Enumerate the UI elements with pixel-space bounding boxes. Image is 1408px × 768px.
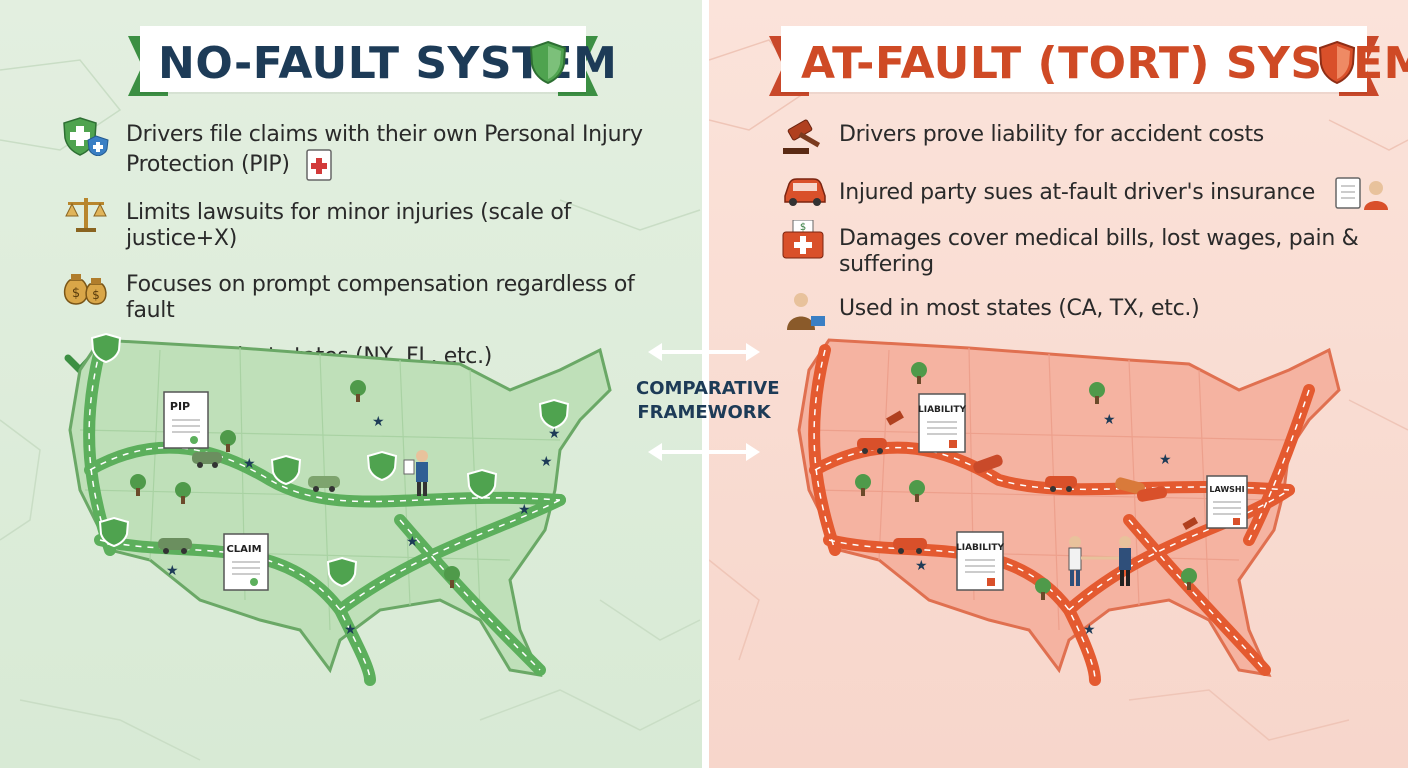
svg-text:★: ★ [1159, 452, 1172, 468]
list-item: $ $ Focuses on prompt compensation regar… [60, 266, 680, 324]
at-fault-panel: AT-FAULT (TORT) SYSTEM Drivers prove lia… [709, 0, 1408, 768]
liability-document: LIABILITY [956, 531, 1004, 591]
bullet-text: Injured party sues at-fault driver's ins… [839, 180, 1316, 205]
people-handshake-icon [1068, 536, 1131, 586]
bullet-text: Limits lawsuits for minor injuries (scal… [126, 200, 571, 251]
no-fault-bullet-list: Drivers file claims with their own Perso… [60, 116, 680, 392]
scale-of-justice-icon [65, 198, 107, 232]
car-icons [857, 438, 1168, 554]
comparative-label: COMPARATIVE [636, 378, 780, 399]
svg-text:★: ★ [1083, 622, 1096, 638]
double-arrow-icon [648, 343, 760, 361]
claim-doc-label: CLAIM [226, 544, 261, 555]
star-icons: ★ ★ ★ ★ ★ ★ ★ ★ [166, 414, 561, 638]
svg-text:★: ★ [540, 454, 553, 470]
tree-icons [130, 380, 460, 588]
svg-text:★: ★ [1103, 412, 1116, 428]
bullet-text: Drivers prove liability for accident cos… [839, 122, 1264, 147]
svg-text:$: $ [72, 286, 80, 301]
liability-doc-label: LIABILITY [918, 405, 966, 415]
list-item: Injured party sues at-fault driver's ins… [779, 170, 1399, 210]
list-item: Drivers prove liability for accident cos… [779, 116, 1399, 156]
double-arrow-icon [648, 443, 760, 461]
comparative-framework: COMPARATIVE FRAMEWORK [636, 340, 780, 470]
claim-document: CLAIM [223, 533, 269, 591]
car-icon [784, 178, 826, 206]
red-shield-icon [1318, 40, 1356, 84]
list-item: Limits lawsuits for minor injuries (scal… [60, 194, 680, 252]
green-shield-icon [529, 40, 567, 84]
page-title-at-fault: AT-FAULT (TORT) SYSTEM [801, 38, 1408, 89]
car-icons [158, 452, 340, 554]
bullet-text: Focuses on prompt compensation regardles… [126, 272, 635, 323]
svg-text:★: ★ [518, 502, 531, 518]
framework-label: FRAMEWORK [637, 402, 771, 423]
at-fault-us-map: ★ ★ ★ ★ LIABILITY [797, 338, 1341, 686]
no-fault-title-banner: NO-FAULT SYSTEM [128, 26, 617, 96]
svg-text:★: ★ [548, 426, 561, 442]
gavel-icon [783, 119, 821, 154]
lawyer-icon [787, 293, 825, 330]
pip-document: PIP [163, 391, 209, 449]
no-fault-panel: NO-FAULT SYSTEM Drivers file claims with… [0, 0, 703, 768]
shield-cross-icon [63, 117, 109, 156]
medical-kit-icon: $ [782, 220, 824, 259]
medical-document-icon [306, 149, 333, 181]
svg-text:★: ★ [243, 456, 256, 472]
list-item: Used in most states (CA, TX, etc.) [779, 290, 1399, 330]
money-bags-icon: $ $ [63, 274, 107, 305]
tree-icons [855, 362, 1197, 600]
liability-doc-label: LIABILITY [956, 543, 1004, 553]
svg-text:★: ★ [372, 414, 385, 430]
bullet-text: Drivers file claims with their own Perso… [126, 122, 643, 177]
lawsuit-document: LAWSHI [1206, 475, 1248, 529]
panel-divider [702, 0, 709, 768]
no-fault-us-map: ★ ★ ★ ★ ★ ★ ★ ★ PIP CLAIM [68, 332, 612, 686]
bullet-text: Used in most states (CA, TX, etc.) [839, 296, 1200, 321]
svg-text:★: ★ [344, 622, 357, 638]
lawsuit-doc-label: LAWSHI [1209, 485, 1244, 494]
svg-text:★: ★ [406, 534, 419, 550]
at-fault-bullet-list: Drivers prove liability for accident cos… [779, 116, 1399, 344]
background-map [0, 59, 701, 761]
pip-doc-label: PIP [170, 400, 190, 413]
at-fault-title-banner: AT-FAULT (TORT) SYSTEM [769, 26, 1408, 96]
list-item: $ Damages cover medical bills, lost wage… [779, 220, 1399, 278]
svg-text:$: $ [800, 222, 806, 233]
svg-text:★: ★ [166, 563, 179, 579]
insurance-agent-icon [1334, 177, 1388, 210]
liability-document: LIABILITY [918, 393, 966, 453]
adjuster-person-icon [403, 450, 428, 496]
list-item: Drivers file claims with their own Perso… [60, 116, 680, 182]
svg-text:$: $ [92, 288, 100, 302]
map-shield-icon [90, 332, 570, 588]
bullet-text: Damages cover medical bills, lost wages,… [839, 226, 1359, 277]
svg-text:★: ★ [915, 558, 928, 574]
star-icons: ★ ★ ★ ★ [915, 412, 1172, 638]
map-gavel-icon [886, 410, 1199, 530]
